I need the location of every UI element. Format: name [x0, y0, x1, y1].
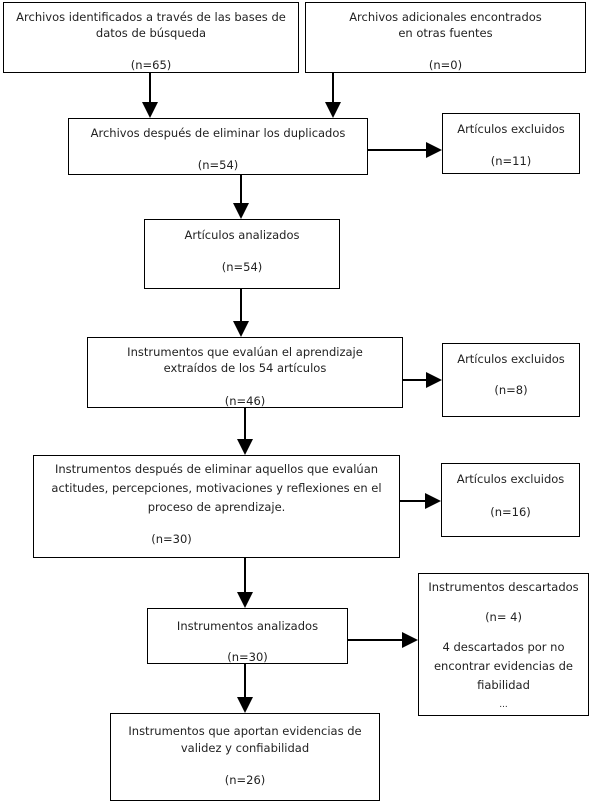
analyzed-line1: Artículos analizados [184, 228, 300, 242]
instruments-line1: Instrumentos que evalúan el aprendizaje [127, 345, 363, 359]
instruments-line2: extraídos de los 54 artículos [163, 361, 327, 375]
instr-analyzed-count: (n=30) [227, 650, 268, 664]
filtered-line3: proceso de aprendizaje. [147, 500, 286, 514]
excluded2-count: (n=8) [494, 383, 528, 397]
additional-records-box: Archivos adicionales encontrados en otra… [305, 2, 586, 73]
instr-analyzed-line1: Instrumentos analizados [176, 619, 319, 633]
discarded-line3: encontrar evidencias de [433, 659, 573, 673]
excluded3-line1: Artículos excluidos [456, 472, 565, 486]
filtered-line2: actitudes, percepciones, motivaciones y … [51, 481, 382, 495]
additional-line2: en otras fuentes [398, 26, 493, 40]
discarded-line4: fiabilidad [477, 678, 530, 692]
identified-count: (n=65) [130, 58, 172, 72]
analyzed-count: (n=54) [221, 260, 263, 274]
excluded-articles-box-1: Artículos excluidos (n=11) [442, 113, 580, 174]
dedup-count: (n=54) [197, 158, 239, 172]
discarded-line2: 4 descartados por no [442, 640, 565, 654]
analyzed-articles-box: Artículos analizados (n=54) [144, 219, 340, 289]
excluded1-line1: Artículos excluidos [457, 122, 565, 136]
excluded-articles-box-2: Artículos excluidos (n=8) [442, 343, 580, 417]
instruments-count: (n=46) [224, 394, 266, 408]
final-instruments-box: Instrumentos que aportan evidencias de v… [110, 713, 380, 801]
additional-count: (n=0) [428, 58, 463, 72]
discarded-line5: ... [499, 700, 508, 710]
identified-records-box: Archivos identificados a través de las b… [3, 2, 299, 73]
identified-line1: Archivos identificados a través de las b… [16, 10, 286, 24]
excluded2-line1: Artículos excluidos [457, 352, 565, 366]
final-line2: validez y confiabilidad [180, 741, 310, 755]
filtered-line1: Instrumentos después de eliminar aquello… [54, 462, 379, 476]
identified-line2: datos de búsqueda [95, 26, 207, 40]
discarded-instruments-box: Instrumentos descartados (n= 4) 4 descar… [418, 573, 589, 716]
dedup-box: Archivos después de eliminar los duplica… [68, 118, 368, 175]
excluded3-count: (n=16) [490, 505, 531, 519]
excluded1-count: (n=11) [490, 154, 532, 168]
filtered-count: (n=30) [151, 532, 192, 546]
dedup-line1: Archivos después de eliminar los duplica… [90, 126, 346, 140]
additional-line1: Archivos adicionales encontrados [349, 10, 542, 24]
analyzed-instruments-box: Instrumentos analizados (n=30) [147, 608, 348, 664]
final-count: (n=26) [224, 773, 266, 787]
filtered-instruments-box: Instrumentos después de eliminar aquello… [33, 455, 400, 558]
excluded-articles-box-3: Artículos excluidos (n=16) [441, 463, 580, 537]
final-line1: Instrumentos que aportan evidencias de [128, 724, 362, 738]
discarded-count: (n= 4) [485, 610, 522, 624]
discarded-line1: Instrumentos descartados [428, 580, 579, 594]
instruments-extracted-box: Instrumentos que evalúan el aprendizaje … [87, 337, 403, 408]
